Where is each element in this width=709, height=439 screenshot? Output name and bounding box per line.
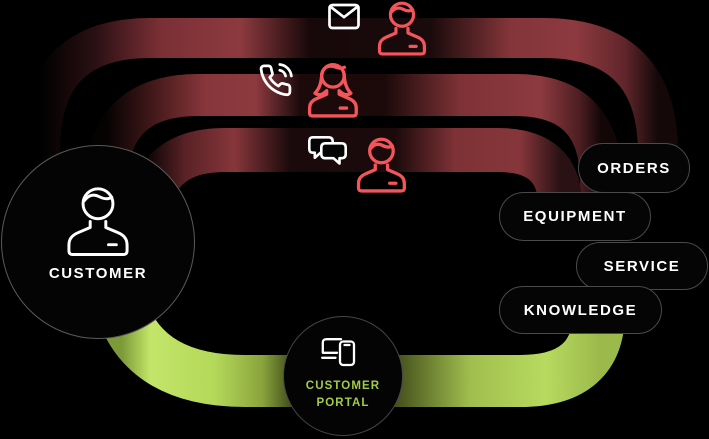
chat-bubbles-icon xyxy=(308,136,347,165)
chat-channel-band xyxy=(125,128,582,242)
system-pill-label: SERVICE xyxy=(603,257,681,275)
customer-label: CUSTOMER xyxy=(48,265,148,282)
email-channel-band xyxy=(20,17,678,182)
agent-person-icon xyxy=(377,1,427,56)
person-icon xyxy=(67,187,129,256)
envelope-icon xyxy=(328,3,360,30)
portal-channel-band xyxy=(97,300,625,407)
system-pill-service: SERVICE xyxy=(576,242,708,290)
system-pill-label: KNOWLEDGE xyxy=(523,301,638,319)
phone-call-icon xyxy=(259,63,293,97)
customer-node: CUSTOMER xyxy=(1,145,195,339)
agent-person-icon xyxy=(356,137,406,193)
system-pill-knowledge: KNOWLEDGE xyxy=(499,286,662,334)
system-pill-equipment: EQUIPMENT xyxy=(499,192,651,241)
system-pill-orders: ORDERS xyxy=(578,143,690,193)
customer-portal-label: CUSTOMER PORTAL xyxy=(306,378,380,412)
system-pill-label: EQUIPMENT xyxy=(523,208,627,225)
customer-portal-node: CUSTOMER PORTAL xyxy=(283,316,403,436)
portal-label-line1: CUSTOMER xyxy=(305,380,381,392)
system-pill-label: ORDERS xyxy=(597,159,671,177)
portal-label-line2: PORTAL xyxy=(316,397,370,409)
agent-person-icon xyxy=(307,62,358,118)
devices-icon xyxy=(321,338,356,367)
phone-channel-band xyxy=(85,74,622,238)
